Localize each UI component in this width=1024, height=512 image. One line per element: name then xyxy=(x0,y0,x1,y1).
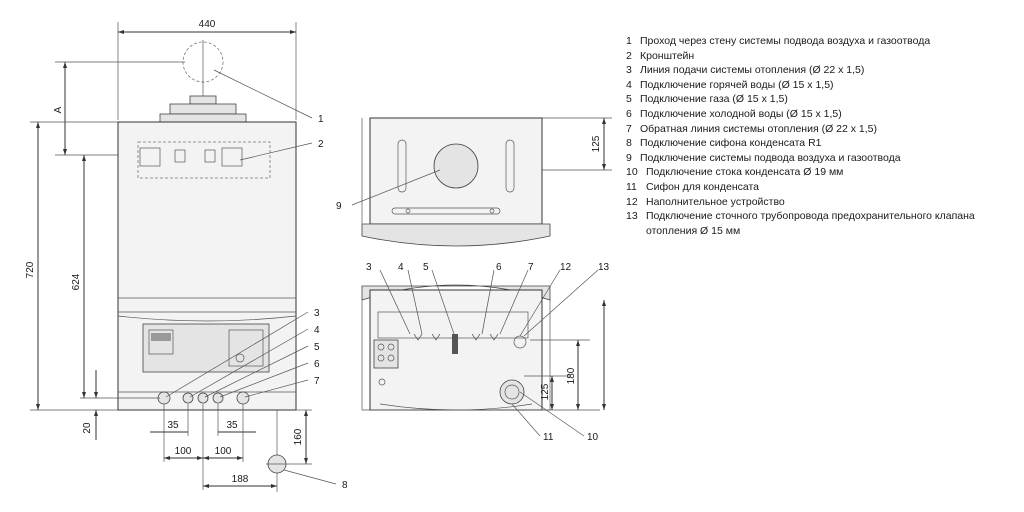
legend-item: 6 Подключение холодной воды (Ø 15 x 1,5) xyxy=(626,107,1018,122)
legend-number: 9 xyxy=(626,151,632,164)
legend-text: Подключение сифона конденсата R1 xyxy=(640,137,822,150)
dim-siphon-offset: 188 xyxy=(232,474,249,485)
callout-bottom-12: 12 xyxy=(560,262,572,273)
callout-bottom-10: 10 xyxy=(587,432,599,443)
legend-item: 11 Сифон для конденсата xyxy=(626,180,1018,195)
callout-front-8: 8 xyxy=(342,480,348,491)
legend-text: Обратная линия системы отопления (Ø 22 x… xyxy=(640,122,878,135)
legend-list: 1 Проход через стену системы подвода возд… xyxy=(626,34,1018,238)
legend-item: 10 Подключение стока конденсата Ø 19 мм xyxy=(626,165,1018,180)
legend-item: 2 Кронштейн xyxy=(626,49,1018,64)
legend-text: Подключение горячей воды (Ø 15 x 1,5) xyxy=(640,78,834,91)
flue-adapter xyxy=(169,103,237,115)
legend-item: 12 Наполнительное устройство xyxy=(626,195,1018,210)
dim-spacing-left: 35 xyxy=(167,420,179,431)
callout-bottom-4: 4 xyxy=(398,262,404,273)
dim-bottom-125: 125 xyxy=(540,383,551,400)
bracket-outline xyxy=(137,141,271,179)
legend-text: Сифон для конденсата xyxy=(646,180,760,193)
connection-5-circle xyxy=(197,392,209,404)
top-view-casing-edge xyxy=(361,223,551,247)
legend-number: 3 xyxy=(626,64,632,77)
top-view-flue-circle xyxy=(433,143,479,189)
callout-front-1: 1 xyxy=(318,114,324,125)
legend-text: Линия подачи системы отопления (Ø 22 x 1… xyxy=(640,64,865,77)
legend-number: 8 xyxy=(626,137,632,150)
legend-number: 12 xyxy=(626,195,638,208)
callout-bottom-5: 5 xyxy=(423,262,429,273)
legend-number: 13 xyxy=(626,210,638,223)
callout-front-3: 3 xyxy=(314,308,320,319)
callout-bottom-6: 6 xyxy=(496,262,502,273)
top-view: 125 9 xyxy=(336,117,612,247)
legend-item: 8 Подключение сифона конденсата R1 xyxy=(626,136,1018,151)
legend-text: Подключение стока конденсата Ø 19 мм xyxy=(646,166,844,179)
connection-7-circle xyxy=(236,391,250,405)
dim-height: 720 xyxy=(25,261,36,278)
legend-item: 1 Проход через стену системы подвода возд… xyxy=(626,34,1018,49)
legend-text: Подключение газа (Ø 15 x 1,5) xyxy=(640,93,788,106)
legend-number: 5 xyxy=(626,93,632,106)
bottom-view-valve-block xyxy=(373,339,399,369)
callout-front-6: 6 xyxy=(314,359,320,370)
legend-number: 4 xyxy=(626,78,632,91)
legend-item: 5 Подключение газа (Ø 15 x 1,5) xyxy=(626,92,1018,107)
bottom-view-siphon xyxy=(499,379,525,405)
legend-number: 7 xyxy=(626,122,632,135)
dim-width: 440 xyxy=(199,19,216,30)
flue-adapter-upper xyxy=(189,95,217,105)
legend-number: 6 xyxy=(626,107,632,120)
dim-pitch-right: 100 xyxy=(215,446,232,457)
dim-spacing-right: 35 xyxy=(226,420,238,431)
callout-bottom-13: 13 xyxy=(598,262,610,273)
dim-bottom-offset: 20 xyxy=(82,422,93,434)
callout-front-7: 7 xyxy=(314,376,320,387)
legend-item: 13 Подключение сточного трубопровода пред… xyxy=(626,209,1018,238)
callout-front-5: 5 xyxy=(314,342,320,353)
legend-text: Подключение системы подвода воздуха и га… xyxy=(640,151,901,164)
legend-text: Проход через стену системы подвода возду… xyxy=(640,35,931,47)
legend-number: 2 xyxy=(626,49,632,62)
control-panel xyxy=(142,323,270,373)
legend-text: Наполнительное устройство xyxy=(646,195,785,208)
legend-number: 1 xyxy=(626,35,632,47)
legend-item: 7 Обратная линия системы отопления (Ø 22 … xyxy=(626,122,1018,137)
legend-item: 3 Линия подачи системы отопления (Ø 22 x … xyxy=(626,63,1018,78)
dim-bracket-height: 624 xyxy=(71,273,82,290)
callout-bottom-3: 3 xyxy=(366,262,372,273)
legend-text: Подключение холодной воды (Ø 15 x 1,5) xyxy=(640,107,842,120)
callout-front-4: 4 xyxy=(314,325,320,336)
callout-front-2: 2 xyxy=(318,139,324,150)
connection-6-circle xyxy=(212,392,224,404)
legend-text: Кронштейн xyxy=(640,49,695,62)
callout-top-9: 9 xyxy=(336,201,342,212)
dim-a: A xyxy=(53,106,64,113)
connection-4-circle xyxy=(182,392,194,404)
front-view: 440 A xyxy=(25,19,348,492)
display-screen xyxy=(148,329,174,355)
dim-top-depth: 125 xyxy=(591,135,602,152)
callout-bottom-7: 7 xyxy=(528,262,534,273)
legend-number: 10 xyxy=(626,166,638,179)
legend-item: 9 Подключение системы подвода воздуха и г… xyxy=(626,151,1018,166)
legend-number: 11 xyxy=(626,180,637,193)
dim-bottom-180: 180 xyxy=(566,367,577,384)
legend-text: Подключение сточного трубопровода предох… xyxy=(646,210,975,237)
bottom-view: 125 180 3 4 5 6 7 12 13 11 10 xyxy=(361,262,610,443)
dim-siphon-drop: 160 xyxy=(293,428,304,445)
legend-item: 4 Подключение горячей воды (Ø 15 x 1,5) xyxy=(626,78,1018,93)
callout-bottom-11: 11 xyxy=(543,432,554,443)
dim-pitch-left: 100 xyxy=(175,446,192,457)
